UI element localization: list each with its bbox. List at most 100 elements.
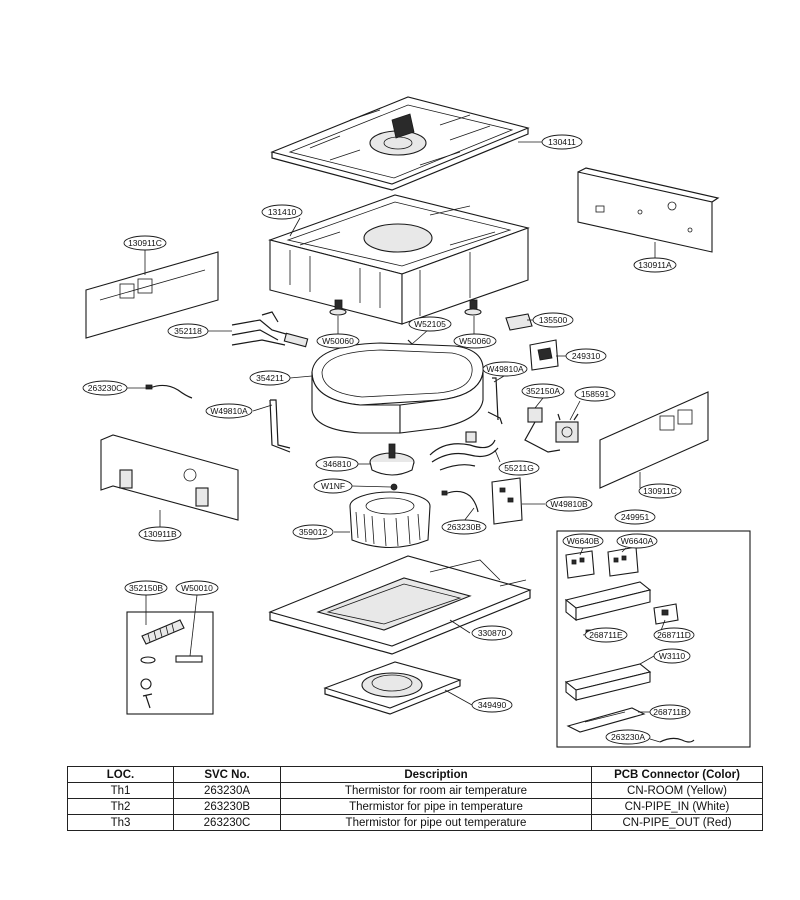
table-row: Th3 263230C Thermistor for pipe out temp… [67, 814, 763, 831]
callout-130911C-right: 130911C [638, 483, 682, 499]
callout-346810: 346810 [315, 456, 359, 472]
callout-130911C-left: 130911C [123, 235, 167, 251]
svg-text:330870: 330870 [478, 628, 507, 638]
part-130911B-front-panel [100, 434, 239, 521]
col-header-loc: LOC. [67, 766, 174, 783]
part-349490-bell-mouth [323, 661, 462, 715]
svg-text:268711B: 268711B [653, 707, 687, 717]
callout-W6640B: W6640B [562, 533, 604, 549]
leader-lines [127, 141, 666, 743]
callout-130411: 130411 [541, 134, 583, 150]
callout-W49810A-left: W49810A [205, 403, 253, 419]
svg-text:130911C: 130911C [128, 238, 162, 248]
svg-text:352150B: 352150B [129, 583, 163, 593]
accessory-kit-box [126, 611, 214, 715]
callout-330870: 330870 [471, 625, 513, 641]
part-263230C-thermistor [145, 384, 193, 399]
svg-text:55211G: 55211G [504, 463, 534, 473]
svg-text:W49810B: W49810B [550, 499, 588, 509]
callout-W50060-left: W50060 [316, 333, 360, 349]
callout-55211G: 55211G [498, 460, 540, 476]
col-header-pcb-connector: PCB Connector (Color) [591, 766, 763, 783]
svg-text:352150A: 352150A [526, 386, 560, 396]
part-W49810A-bracket-left [269, 399, 291, 453]
cell-pcb-connector: CN-ROOM (Yellow) [591, 782, 763, 799]
cell-svc-no: 263230A [173, 782, 281, 799]
part-330870-base-frame [268, 555, 532, 655]
callout-268711E: 268711E [584, 627, 628, 643]
svg-text:W50060: W50060 [459, 336, 491, 346]
table-header-row: LOC. SVC No. Description PCB Connector (… [67, 766, 763, 783]
svg-text:349490: 349490 [478, 700, 507, 710]
part-W6640B-terminal [565, 550, 595, 579]
callout-263230C: 263230C [82, 380, 128, 396]
callout-352150B: 352150B [124, 580, 168, 596]
callout-131410: 131410 [261, 204, 303, 220]
part-130911A-side-panel [577, 167, 720, 253]
svg-text:W52105: W52105 [414, 319, 446, 329]
table-row: Th1 263230A Thermistor for room air temp… [67, 782, 763, 799]
part-346810-fan-motor [369, 443, 415, 476]
cell-description: Thermistor for room air temperature [280, 782, 592, 799]
svg-text:W50060: W50060 [322, 336, 354, 346]
exploded-parts-diagram: 130411 131410 130911A 130911C 352118 W50… [82, 96, 751, 748]
svg-text:249951: 249951 [621, 512, 650, 522]
col-header-svc-no: SVC No. [173, 766, 281, 783]
svg-text:263230A: 263230A [611, 732, 645, 742]
cell-loc: Th2 [67, 798, 174, 815]
svg-text:263230C: 263230C [88, 383, 123, 393]
callout-130911A: 130911A [633, 257, 677, 273]
part-W50010-accessories [140, 655, 203, 709]
callout-135500: 135500 [532, 312, 574, 328]
svg-text:W6640B: W6640B [567, 536, 600, 546]
callout-W3110: W3110 [653, 648, 691, 664]
svg-text:W50010: W50010 [181, 583, 213, 593]
callout-158591: 158591 [574, 386, 616, 402]
part-W50060-bolt-left [329, 299, 347, 316]
part-249951-control-box [564, 581, 652, 622]
part-359012-turbo-fan [349, 491, 431, 548]
cell-loc: Th3 [67, 814, 174, 831]
part-W1NF-nut [390, 483, 398, 491]
control-box-parts-frame [556, 530, 751, 748]
svg-text:354211: 354211 [256, 373, 284, 383]
part-W49810A-bracket-right [487, 377, 503, 425]
part-249310-box [529, 339, 559, 371]
part-130911C-left-panel [85, 251, 219, 339]
thermistor-spec-table: LOC. SVC No. Description PCB Connector (… [67, 766, 763, 831]
part-354211-drain-pan [311, 342, 484, 434]
svg-text:359012: 359012 [299, 527, 328, 537]
callout-130911B: 130911B [138, 526, 182, 542]
part-131410-main-casing [268, 194, 530, 325]
part-55211G-wire-harness [429, 431, 499, 471]
part-268711B-main-pcb [566, 707, 646, 733]
cell-pcb-connector: CN-PIPE_IN (White) [591, 798, 763, 815]
svg-text:W49810A: W49810A [486, 364, 524, 374]
svg-text:158591: 158591 [581, 389, 610, 399]
part-263230A-thermistor [659, 737, 695, 743]
part-158591-drain-pump [555, 413, 579, 443]
svg-text:346810: 346810 [323, 459, 352, 469]
part-W50060-bolt-right [464, 299, 482, 316]
callout-249310: 249310 [565, 348, 607, 364]
svg-text:W3110: W3110 [659, 651, 686, 661]
cell-description: Thermistor for pipe in temperature [280, 798, 592, 815]
svg-text:130411: 130411 [548, 137, 576, 147]
svg-text:130911B: 130911B [143, 529, 177, 539]
cell-svc-no: 263230C [173, 814, 281, 831]
part-W49810B-plate [491, 477, 523, 525]
callout-W1NF: W1NF [313, 478, 353, 494]
callout-W6640A: W6640A [616, 533, 658, 549]
part-352150A-hose [524, 407, 561, 453]
part-W3110-pcb-cover [564, 663, 652, 702]
svg-text:263230B: 263230B [447, 522, 481, 532]
part-W6640A-terminal [607, 546, 639, 577]
callout-352150A: 352150A [521, 383, 565, 399]
callout-349490: 349490 [471, 697, 513, 713]
part-130911C-right-panel [599, 391, 709, 489]
cell-svc-no: 263230B [173, 798, 281, 815]
callout-359012: 359012 [292, 524, 334, 540]
svg-text:268711E: 268711E [589, 630, 623, 640]
callout-352118: 352118 [167, 323, 209, 339]
part-263230B-thermistor [441, 490, 479, 513]
